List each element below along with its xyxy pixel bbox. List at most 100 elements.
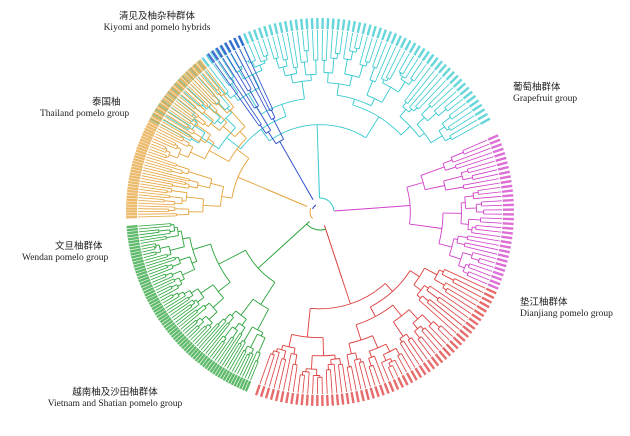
branch-line (169, 109, 190, 124)
leaf-label-mark (166, 324, 178, 334)
leaf-label-mark (468, 317, 479, 326)
branch-arc (247, 345, 254, 350)
branch-arc (189, 135, 192, 138)
branch-line (142, 248, 156, 253)
branch-line (225, 55, 237, 73)
leaf-label-mark (228, 373, 236, 384)
branch-line (272, 118, 285, 140)
branch-line (172, 292, 178, 297)
branch-line (141, 178, 173, 185)
leaf-label-mark (268, 24, 274, 36)
branch-line (145, 159, 183, 171)
branch-line (172, 262, 181, 267)
branch-arc (195, 123, 199, 127)
leaf-label-mark (500, 240, 512, 245)
branch-line (397, 355, 407, 373)
branch-line (352, 99, 355, 106)
branch-arc (285, 73, 297, 77)
branch-arc (176, 227, 179, 236)
leaf-label-mark (129, 245, 141, 250)
branch-arc (381, 78, 388, 82)
branch-line (277, 34, 284, 61)
branch-line (214, 63, 260, 127)
leaf-label-mark (131, 256, 144, 262)
branch-line (468, 267, 491, 277)
branch-line (221, 195, 233, 199)
leaf-label-mark (145, 124, 157, 132)
branch-arc (349, 50, 357, 53)
leaf-label-mark (132, 259, 144, 265)
branch-line (167, 253, 172, 256)
branch-line (194, 326, 212, 345)
branch-line (395, 348, 400, 355)
branch-line (210, 123, 220, 131)
branch-line (155, 280, 175, 291)
leaf-label-mark (190, 347, 200, 358)
leaf-label-mark (490, 143, 503, 150)
branch-line (166, 296, 189, 311)
branch-line (316, 124, 319, 155)
branch-line (214, 336, 233, 361)
branch-line (409, 73, 439, 108)
branch-line (138, 223, 171, 227)
leaf-label-mark (147, 294, 158, 303)
branch-line (421, 314, 432, 325)
branch-line (281, 345, 284, 350)
leaf-label-mark (209, 362, 218, 373)
branch-arc (463, 242, 466, 247)
branch-line (327, 72, 329, 83)
branch-line (253, 42, 262, 63)
branch-line (236, 354, 248, 375)
branch-arc (171, 294, 174, 298)
leaf-label-mark (252, 29, 259, 41)
branch-line (224, 326, 233, 338)
branch-line (194, 107, 203, 115)
branch-line (404, 67, 431, 102)
branch-line (450, 115, 475, 131)
leaf-label-mark (162, 97, 173, 106)
branch-arc (158, 244, 162, 253)
branch-line (481, 200, 502, 203)
branch-line (250, 361, 259, 381)
branch-line (139, 229, 159, 233)
branch-line (260, 282, 276, 305)
branch-line (355, 324, 362, 341)
branch-line (311, 355, 313, 370)
branch-line (217, 120, 222, 124)
branch-line (379, 205, 411, 209)
branch-arc (166, 254, 168, 257)
branch-arc (452, 278, 455, 283)
branch-line (202, 72, 218, 91)
branch-line (222, 94, 235, 108)
branch-line (228, 317, 234, 324)
branch-line (438, 126, 445, 132)
branch-line (190, 302, 195, 306)
leaf-label-mark (500, 179, 512, 184)
branch-line (140, 236, 167, 241)
branch-line (449, 119, 478, 137)
leaf-label-mark (128, 177, 140, 183)
leaf-label-mark (161, 317, 172, 326)
branch-arc (470, 252, 474, 259)
branch-line (147, 264, 167, 272)
branch-line (138, 215, 177, 218)
leaf-label-mark (156, 310, 167, 319)
leaf-label-mark (465, 321, 476, 330)
branch-line (146, 256, 175, 267)
branch-line (374, 356, 385, 383)
branch-line (154, 278, 174, 289)
branch-line (209, 340, 223, 358)
branch-line (458, 265, 465, 269)
branch-line (139, 231, 160, 236)
branch-line (472, 191, 479, 194)
branch-line (139, 191, 170, 196)
branch-line (336, 53, 339, 59)
branch-line (333, 364, 338, 394)
leaf-label-mark (350, 391, 355, 404)
branch-line (424, 327, 443, 348)
leaf-label-mark (202, 357, 211, 368)
branch-line (414, 331, 421, 339)
branch-line (165, 156, 169, 158)
branch-line (163, 118, 192, 136)
branch-line (222, 126, 236, 138)
